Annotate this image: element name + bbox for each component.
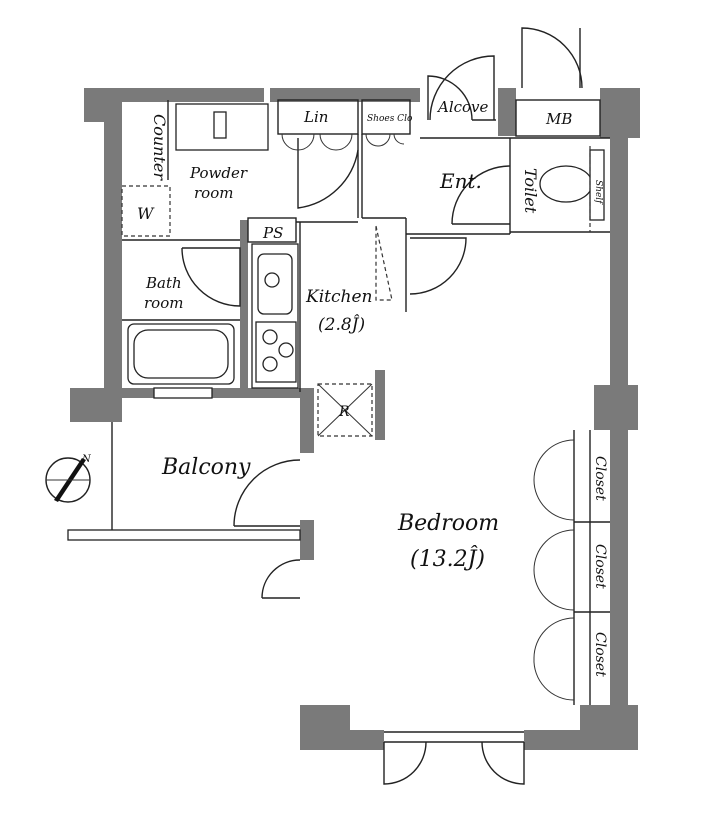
doors bbox=[181, 27, 583, 785]
kitchen-label-line1: Kitchen bbox=[305, 287, 372, 307]
ps-label: PS bbox=[262, 224, 283, 242]
entrance-label: Ent. bbox=[439, 169, 482, 193]
closet-label-1: Closet bbox=[592, 456, 608, 501]
washer-label: W bbox=[137, 204, 155, 223]
powder-room-label-line2: room bbox=[194, 184, 233, 202]
bedroom-label-line2: (13.2Ĵ) bbox=[410, 545, 485, 572]
fixtures bbox=[121, 103, 605, 437]
balcony-label: Balcony bbox=[161, 455, 251, 480]
compass-north-label: N bbox=[81, 454, 92, 465]
powder-room-label-line1: Powder bbox=[189, 164, 248, 182]
alcove-label: Alcove bbox=[436, 98, 489, 116]
partitions bbox=[67, 99, 610, 743]
linen-closet-label: Lin bbox=[303, 108, 328, 126]
kitchen-label-line2: (2.8Ĵ) bbox=[318, 315, 365, 335]
room-labels: Counter Powder room W Lin Shoes Clo Alco… bbox=[137, 98, 608, 677]
exterior-walls bbox=[70, 88, 640, 750]
mb-label: MB bbox=[545, 110, 572, 128]
closet-label-2: Closet bbox=[592, 544, 608, 589]
bathroom-label-line1: Bath bbox=[145, 274, 182, 292]
bedroom-label-line1: Bedroom bbox=[397, 511, 499, 536]
counter-label: Counter bbox=[150, 114, 169, 181]
closet-label-3: Closet bbox=[592, 632, 608, 677]
shelf-label: Shelf bbox=[593, 180, 603, 205]
bathroom-label-line2: room bbox=[144, 294, 183, 312]
compass: N bbox=[45, 454, 92, 503]
fridge-label: R bbox=[338, 404, 350, 420]
shoes-closet-label: Shoes Clo bbox=[367, 114, 413, 124]
toilet-label: Toilet bbox=[521, 168, 540, 214]
